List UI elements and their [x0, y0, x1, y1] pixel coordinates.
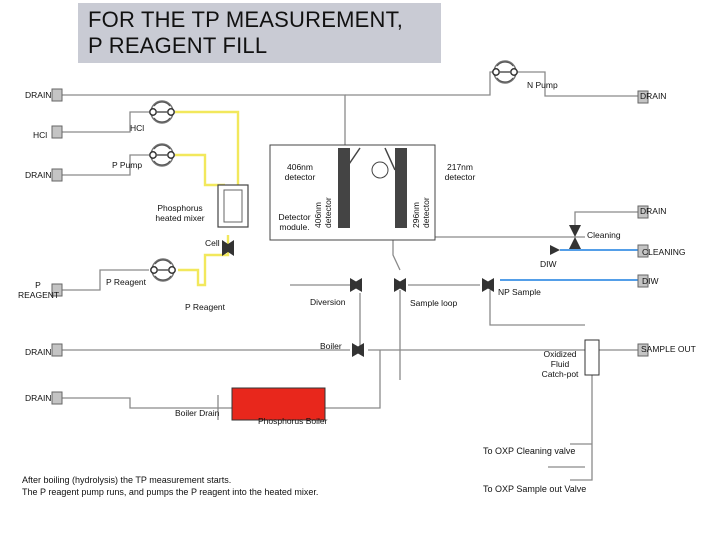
port-drain-right: DRAIN — [640, 206, 667, 216]
title-line-1: FOR THE TP MEASUREMENT, — [88, 7, 404, 32]
label-heated-mixer-2: heated mixer — [155, 213, 205, 223]
port-hcl: HCl — [33, 130, 48, 140]
label-n-pump: N Pump — [527, 80, 558, 90]
label-boiler-drain: Boiler Drain — [175, 408, 220, 418]
label-catch-pot-3: Catch-pot — [541, 369, 579, 379]
label-catch-pot-2: Fluid — [550, 359, 570, 369]
grey-pipes — [55, 71, 640, 481]
note-to-oxp-cleaning: To OXP Cleaning valve — [483, 446, 576, 456]
description-line-1: After boiling (hydrolysis) the TP measur… — [22, 475, 232, 485]
valves — [222, 225, 581, 357]
blue-lines — [500, 249, 640, 281]
label-p-pump: P Pump — [112, 160, 143, 170]
port-drain-bottom-left: DRAIN — [25, 393, 52, 403]
heated-mixer — [217, 184, 249, 228]
ports — [51, 88, 649, 405]
label-hcl-pump: HCl — [130, 123, 145, 133]
port-cleaning: CLEANING — [642, 247, 686, 257]
active-fill-line — [175, 110, 240, 287]
p-pump — [149, 143, 175, 167]
catch-pot — [584, 339, 600, 376]
label-boiler-valve: Boiler — [320, 341, 342, 351]
label-detector-217-2: detector — [444, 172, 476, 182]
label-detector-406-vert-2: detector — [323, 197, 333, 228]
port-drain-left-mid: DRAIN — [25, 170, 52, 180]
title-line-2: P REAGENT FILL — [88, 33, 268, 58]
label-detector-217-1: 217nm — [447, 162, 473, 172]
port-p-reagent-2: REAGENT — [18, 290, 60, 300]
label-detector-module-2: module. — [279, 222, 310, 232]
label-detector-406-2: detector — [284, 172, 316, 182]
label-sample-loop: Sample loop — [410, 298, 458, 308]
label-catch-pot-1: Oxidized — [543, 349, 577, 359]
label-diw-valve: DIW — [540, 259, 557, 269]
label-np-sample: NP Sample — [498, 287, 541, 297]
note-to-oxp-sample-out: To OXP Sample out Valve — [483, 484, 587, 494]
title-box — [78, 3, 441, 63]
label-detector-406-1: 406nm — [287, 162, 313, 172]
description-line-2: The P reagent pump runs, and pumps the P… — [22, 487, 319, 497]
port-drain-boiler-left: DRAIN — [25, 347, 52, 357]
port-drain-top-right: DRAIN — [640, 91, 667, 101]
label-detector-296-vert-2: detector — [421, 197, 431, 228]
label-p-reagent-pump: P Reagent — [106, 277, 147, 287]
detector-module — [269, 144, 436, 241]
label-cleaning-valve: Cleaning — [587, 230, 621, 240]
port-drain-top-left: DRAIN — [25, 90, 52, 100]
hcl-pump — [149, 100, 175, 124]
p-reagent-pump — [150, 258, 176, 282]
label-phosphorus-boiler: Phosphorus Boiler — [258, 416, 328, 426]
phosphorus-boiler — [231, 387, 326, 421]
label-diversion: Diversion — [310, 297, 346, 307]
label-detector-296-vert-1: 296nm — [411, 202, 421, 228]
label-heated-mixer-1: Phosphorus — [157, 203, 203, 213]
n-pump — [492, 60, 518, 84]
label-cell: Cell — [205, 238, 220, 248]
label-p-reagent-line: P Reagent — [185, 302, 226, 312]
port-diw: DIW — [642, 276, 659, 286]
label-detector-module-1: Detector — [278, 212, 311, 222]
port-p-reagent-1: P — [35, 280, 41, 290]
port-sample-out: SAMPLE OUT — [641, 344, 696, 354]
